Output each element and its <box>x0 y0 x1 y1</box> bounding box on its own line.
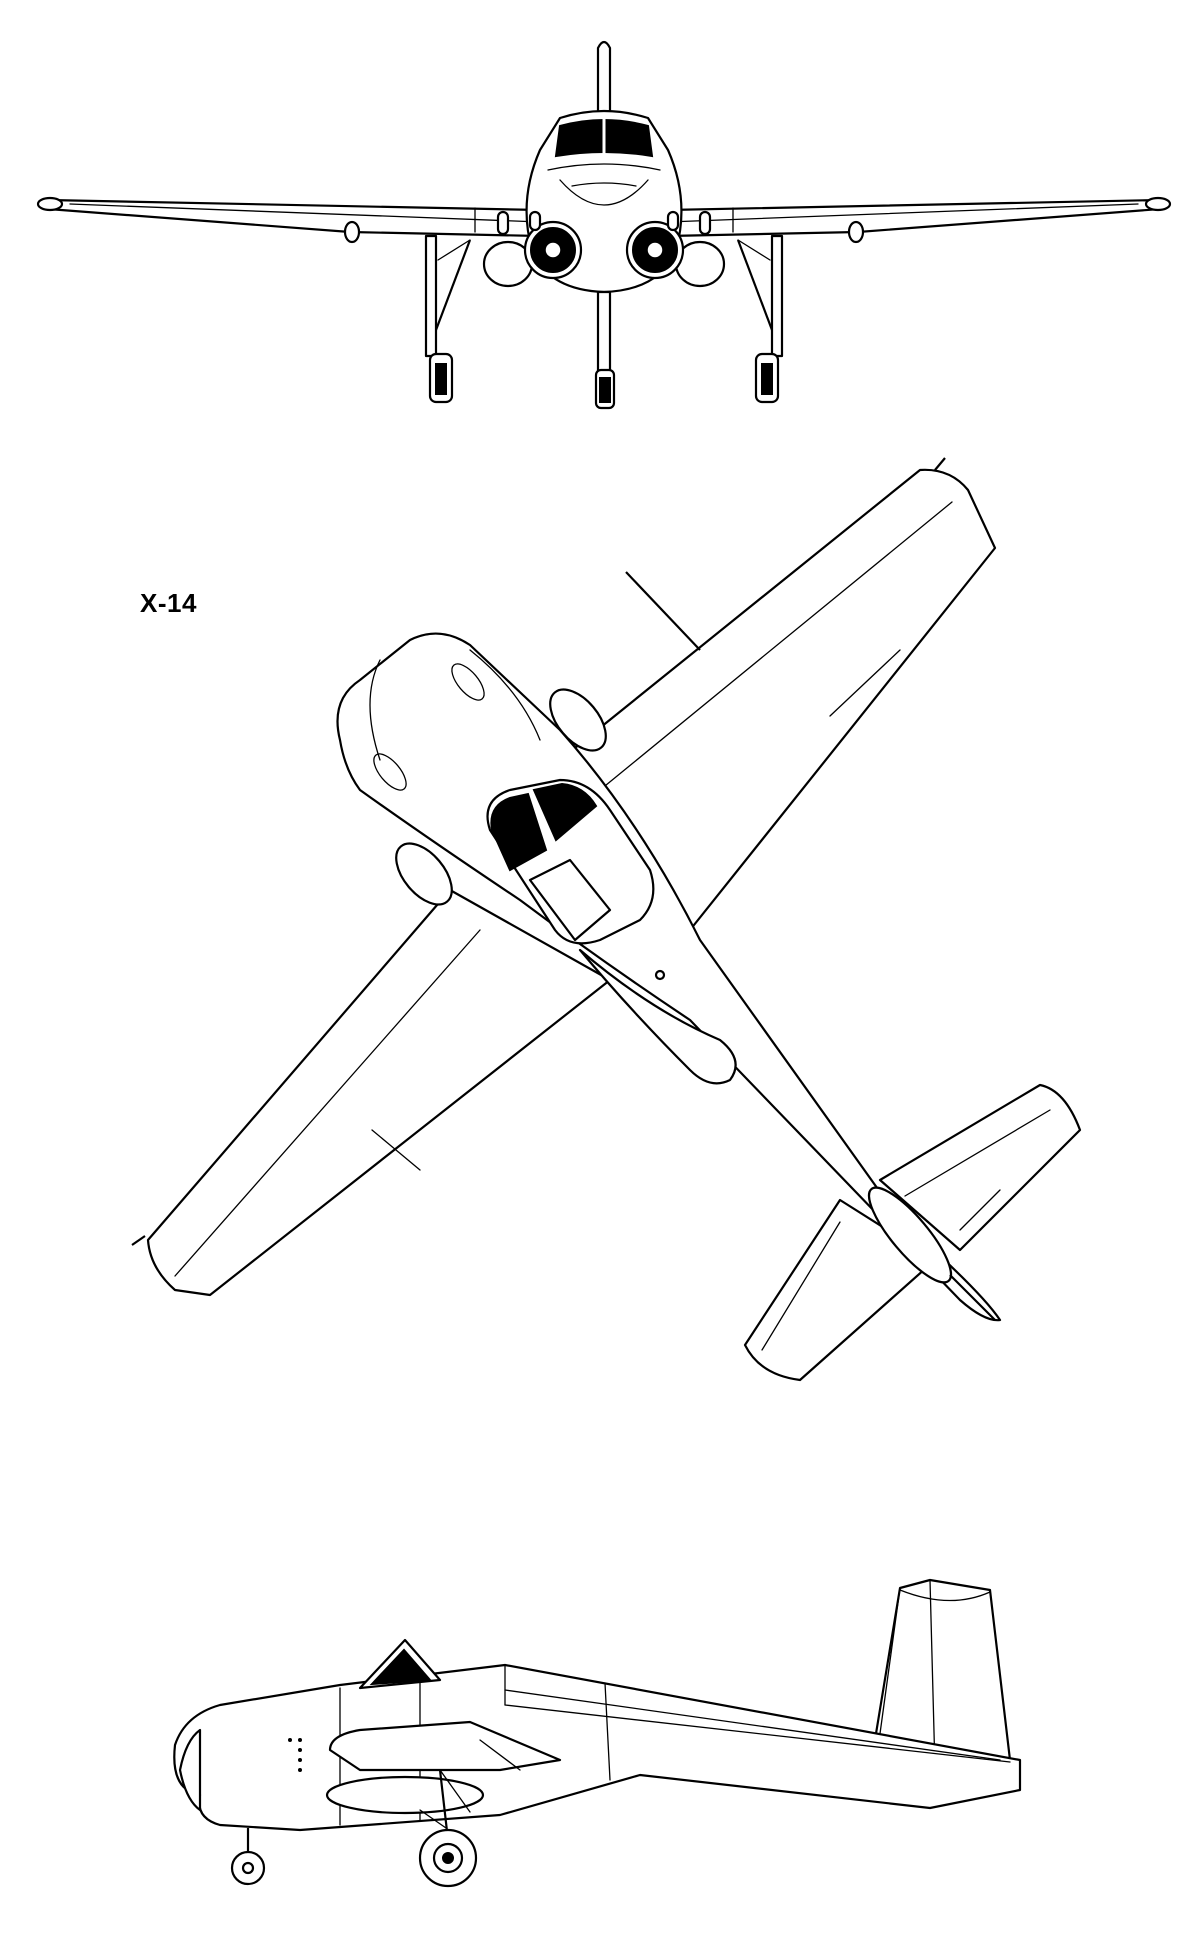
aircraft-designation-label: X-14 <box>140 588 197 618</box>
top-view-lower-stabilizer <box>743 1198 937 1382</box>
side-view <box>173 1578 1022 1888</box>
top-view-lower-engine-pod <box>395 842 453 906</box>
side-view-engine-pod <box>325 1775 485 1815</box>
front-view-left-main-gear <box>424 234 472 404</box>
top-view-lower-wing <box>146 888 612 1297</box>
side-view-nose-gear <box>230 1828 266 1886</box>
top-view <box>131 457 1082 1382</box>
top-view-upper-wing <box>558 468 997 932</box>
front-view-tail-fin <box>596 40 612 120</box>
top-view-upper-stabilizer <box>878 1083 1082 1252</box>
front-view <box>36 40 1172 410</box>
side-view-main-gear <box>418 1769 478 1888</box>
front-view-nose-gear <box>594 290 616 410</box>
front-view-right-main-gear <box>736 234 784 404</box>
